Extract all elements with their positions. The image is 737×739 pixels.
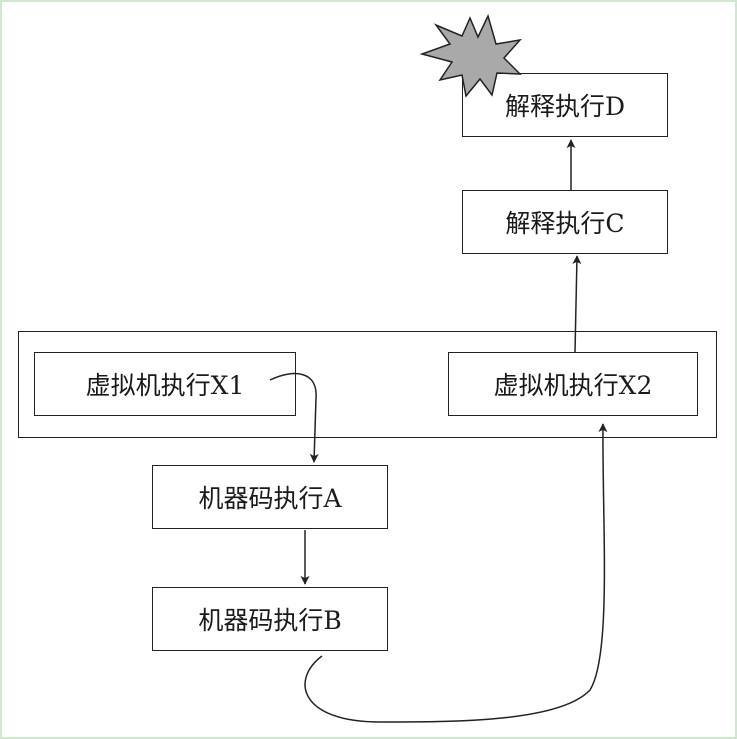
- machine-code-execute-a-label: 机器码执行A: [198, 484, 342, 513]
- machine-code-execute-a-node: 机器码执行A: [152, 465, 388, 529]
- vm-execute-x2-label: 虚拟机执行X2: [493, 371, 653, 400]
- vm-execute-x1-label: 虚拟机执行X1: [85, 371, 245, 400]
- machine-code-execute-b-node: 机器码执行B: [152, 587, 388, 651]
- interpret-execute-c-node: 解释执行C: [462, 190, 668, 254]
- interpret-execute-d-label: 解释执行D: [504, 92, 626, 121]
- interpret-execute-c-label: 解释执行C: [505, 209, 625, 238]
- vm-execute-x1-node: 虚拟机执行X1: [34, 352, 296, 416]
- vm-execute-x2-node: 虚拟机执行X2: [448, 352, 698, 416]
- machine-code-execute-b-label: 机器码执行B: [198, 606, 342, 635]
- interpret-execute-d-node: 解释执行D: [462, 73, 668, 137]
